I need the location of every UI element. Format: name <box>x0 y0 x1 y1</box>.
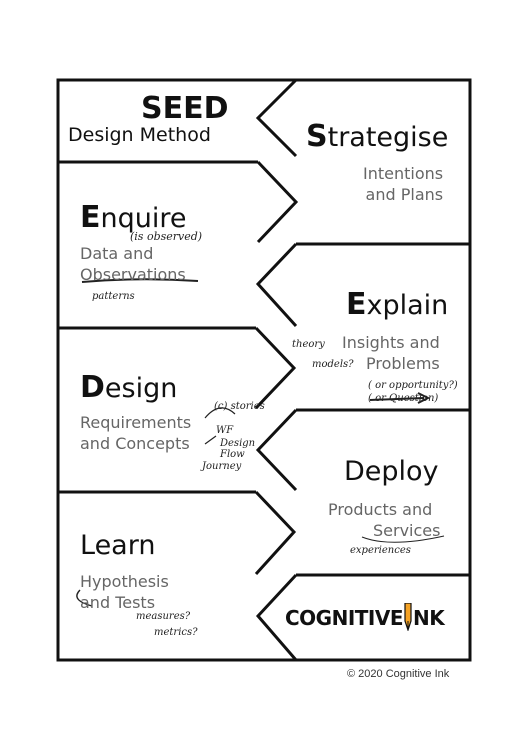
divider-enquire-strategise <box>256 160 299 244</box>
explain-rest: xplain <box>366 290 449 321</box>
learn-description: Hypothesis and Tests <box>80 571 169 613</box>
learn-line2: and Tests <box>80 593 156 613</box>
logo-left-text: COGNITIVE <box>285 606 404 630</box>
and-bracket <box>76 589 93 607</box>
enquire-line1: Data and <box>80 244 154 263</box>
logo-right-text: NK <box>413 606 445 630</box>
question-arrow <box>369 397 425 401</box>
design-line1: Requirements <box>80 413 192 432</box>
design-initial: D <box>80 370 105 405</box>
explain-line2: Problems <box>365 354 440 374</box>
deploy-heading: Deploy <box>344 456 439 487</box>
pen-nib-icon <box>403 602 413 632</box>
design-rest: esign <box>104 373 178 404</box>
strategise-rest: trategise <box>327 122 449 153</box>
divider-learn-logo <box>255 573 298 661</box>
deploy-line2: Services <box>373 521 441 541</box>
stories-mark <box>204 407 236 419</box>
explain-description: Insights and Problems <box>342 332 440 374</box>
design-description: Requirements and Concepts <box>80 412 191 454</box>
learn-line1: Hypothesis <box>80 572 169 591</box>
strategise-description: Intentions and Plans <box>363 163 443 205</box>
divider-design-deploy <box>255 408 298 492</box>
copyright-text: © 2020 Cognitive Ink <box>347 668 450 680</box>
outer-border <box>56 78 472 662</box>
note-or-opportunity: ( or opportunity?) <box>368 380 458 391</box>
deploy-line1: Products and <box>328 500 433 519</box>
design-line2: and Concepts <box>80 434 190 454</box>
note-is-observed: (is observed) <box>130 230 203 243</box>
enquire-initial: E <box>80 200 101 235</box>
note-theory: theory <box>292 339 325 350</box>
cognitive-ink-logo: COGNITIVE NK <box>285 602 445 632</box>
divider-design-explain <box>254 326 297 410</box>
learn-heading: Learn <box>80 530 156 561</box>
seed-title: SEED <box>141 91 229 126</box>
note-design-flow: Design Flow <box>220 438 256 460</box>
strategise-initial: S <box>306 119 328 154</box>
strategise-line1: Intentions <box>363 164 444 183</box>
deploy-description: Products and Services <box>328 499 440 541</box>
note-wf: WF <box>216 425 234 436</box>
divider-header-strategise <box>255 78 298 158</box>
enquire-heading: Enquire <box>80 203 186 233</box>
divider-enquire-explain <box>255 242 298 328</box>
design-heading: Design <box>80 373 177 403</box>
enquire-description: Data and Observations <box>80 243 186 285</box>
strategise-heading: Strategise <box>306 122 448 152</box>
services-underline <box>361 535 445 543</box>
note-journey: Journey <box>202 461 242 472</box>
question-arrowhead <box>417 392 431 404</box>
explain-initial: E <box>346 287 367 322</box>
note-metrics: metrics? <box>154 627 198 638</box>
note-experiences: experiences <box>350 545 411 556</box>
strategise-line2: and Plans <box>365 185 444 205</box>
observations-strike <box>81 278 199 283</box>
explain-heading: Explain <box>346 290 448 320</box>
note-models: models? <box>312 359 354 370</box>
explain-line1: Insights and <box>342 333 440 352</box>
note-patterns: patterns <box>92 291 135 302</box>
note-c-stories: (c) stories <box>214 401 265 412</box>
design-flow-mark <box>204 435 217 445</box>
divider-learn-deploy <box>254 490 297 576</box>
design-method-subtitle: Design Method <box>68 124 211 146</box>
note-measures: measures? <box>136 611 191 622</box>
enquire-rest: nquire <box>100 203 187 234</box>
note-or-question: ( or Question) <box>368 393 439 404</box>
enquire-line2: Observations <box>80 265 186 285</box>
